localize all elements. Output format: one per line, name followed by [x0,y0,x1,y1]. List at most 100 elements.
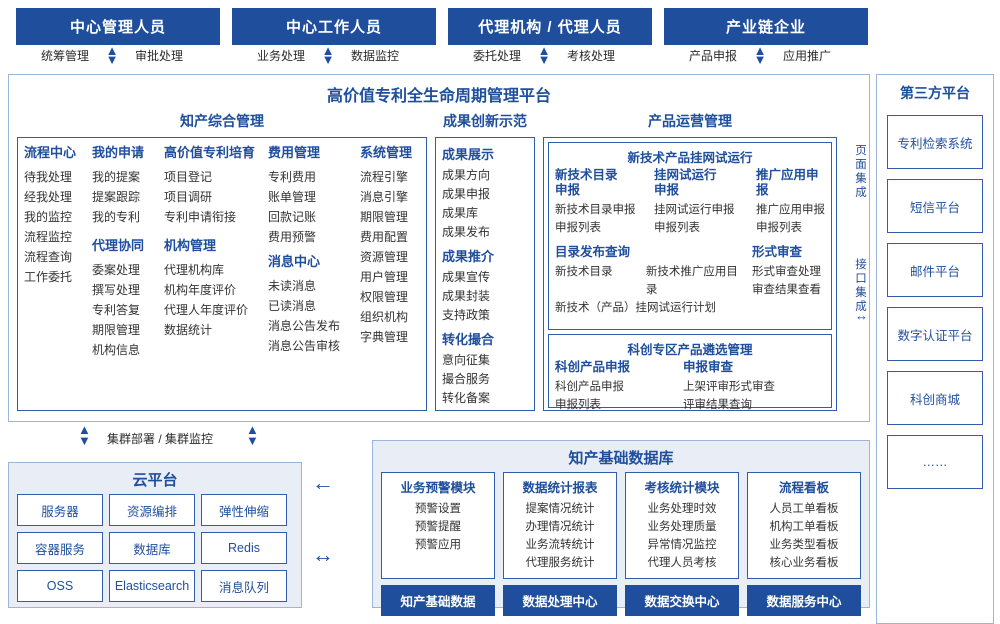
menu-item[interactable]: 项目登记 [164,170,213,184]
menu-item[interactable]: 形式审查处理 [752,266,821,278]
menu-item[interactable]: 期限管理 [92,323,141,337]
menu-item[interactable]: 代理人年度评价 [164,303,249,317]
menu-item[interactable]: 回款记账 [268,210,317,224]
menu-item[interactable]: 账单管理 [268,190,317,204]
menu-item[interactable]: 消息公告发布 [268,319,341,333]
cloud-cell-database[interactable]: 数据库 [109,532,195,564]
menu-item[interactable]: 评审结果查询 [683,399,752,411]
menu-item[interactable]: 上架评审形式审查 [683,381,775,393]
menu-item[interactable]: 流程查询 [24,250,73,264]
menu-item[interactable]: 经我处理 [24,190,73,204]
menu-item[interactable]: 流程引擎 [360,170,409,184]
menu-item[interactable]: 审查结果查看 [752,284,821,296]
cloud-cell-orchestration[interactable]: 资源编排 [109,494,195,526]
menu-item[interactable]: 代理机构库 [164,263,225,277]
menu-item[interactable]: 代理人员考核 [647,557,717,569]
menu-item[interactable]: 申报列表 [555,399,601,411]
menu-item[interactable]: 流程监控 [24,230,73,244]
menu-item[interactable]: 工作委托 [24,270,73,284]
third-party-item-more[interactable]: …… [887,435,983,489]
menu-item[interactable]: 提案情况统计 [525,503,595,515]
menu-item[interactable]: 我的提案 [92,170,141,184]
menu-item[interactable]: 意向征集 [442,353,491,367]
role-center-staff[interactable]: 中心工作人员 [232,8,436,45]
menu-item[interactable]: 数据统计 [164,323,213,337]
menu-item[interactable]: 申报列表 [555,222,601,234]
cloud-cell-elasticsearch[interactable]: Elasticsearch [109,570,195,602]
menu-item[interactable]: 消息公告审核 [268,339,341,353]
menu-item[interactable]: 推广应用申报 [756,204,825,216]
menu-item[interactable]: 预警应用 [415,539,461,551]
cloud-cell-server[interactable]: 服务器 [17,494,103,526]
menu-item[interactable]: 已读消息 [268,299,317,313]
cloud-cell-mq[interactable]: 消息队列 [201,570,287,602]
menu-item[interactable]: 代理服务统计 [525,557,595,569]
third-party-item-sms[interactable]: 短信平台 [887,179,983,233]
menu-item[interactable]: 挂网试运行申报 [654,204,735,216]
third-party-item-mall[interactable]: 科创商城 [887,371,983,425]
menu-item[interactable]: 用户管理 [360,270,409,284]
menu-item[interactable]: 转化备案 [442,391,491,405]
menu-item[interactable]: 业务流转统计 [525,539,595,551]
menu-item[interactable]: 申报列表 [756,222,802,234]
menu-item[interactable]: 成果封装 [442,289,491,303]
menu-item[interactable]: 支持政策 [442,308,491,322]
menu-item[interactable]: 字典管理 [360,330,409,344]
menu-item[interactable]: 费用配置 [360,230,409,244]
menu-item[interactable]: 费用预警 [268,230,317,244]
menu-item[interactable]: 机构信息 [92,343,141,357]
third-party-item-email[interactable]: 邮件平台 [887,243,983,297]
menu-item[interactable]: 期限管理 [360,210,409,224]
menu-item[interactable]: 成果申报 [442,187,491,201]
menu-item[interactable]: 成果方向 [442,168,491,182]
third-party-item-ca[interactable]: 数字认证平台 [887,307,983,361]
menu-item[interactable]: 办理情况统计 [525,521,595,533]
menu-item[interactable]: 组织机构 [360,310,409,324]
menu-item[interactable]: 提案跟踪 [92,190,141,204]
db-footer-service-center[interactable]: 数据服务中心 [747,585,861,616]
menu-item[interactable]: 人员工单看板 [769,503,839,515]
menu-item[interactable]: 异常情况监控 [647,539,717,551]
menu-item[interactable]: 权限管理 [360,290,409,304]
menu-item[interactable]: 未读消息 [268,279,317,293]
menu-item[interactable]: 新技术目录 [555,266,613,278]
menu-item[interactable]: 专利申请衔接 [164,210,237,224]
menu-item[interactable]: 委案处理 [92,263,141,277]
cloud-cell-container[interactable]: 容器服务 [17,532,103,564]
menu-item[interactable]: 科创产品申报 [555,381,624,393]
menu-item[interactable]: 撰写处理 [92,283,141,297]
cloud-cell-oss[interactable]: OSS [17,570,103,602]
menu-item[interactable]: 专利答复 [92,303,141,317]
menu-item[interactable]: 消息引擎 [360,190,409,204]
menu-item[interactable]: 专利费用 [268,170,317,184]
menu-item[interactable]: 撮合服务 [442,372,491,386]
menu-item[interactable]: 预警提醒 [415,521,461,533]
menu-item[interactable]: 我的专利 [92,210,141,224]
menu-item[interactable]: 待我处理 [24,170,73,184]
menu-item[interactable]: 机构工单看板 [769,521,839,533]
db-footer-exchange-center[interactable]: 数据交换中心 [625,585,739,616]
menu-item[interactable]: 机构年度评价 [164,283,237,297]
menu-item[interactable]: 新技术目录申报 [555,204,636,216]
menu-item[interactable]: 申报列表 [654,222,700,234]
menu-item[interactable]: 成果发布 [442,225,491,239]
menu-item[interactable]: 成果库 [442,206,479,220]
role-center-manager[interactable]: 中心管理人员 [16,8,220,45]
menu-item[interactable]: 资源管理 [360,250,409,264]
role-agency[interactable]: 代理机构 / 代理人员 [448,8,652,45]
cloud-cell-redis[interactable]: Redis [201,532,287,564]
menu-item[interactable]: 业务处理时效 [647,503,717,515]
role-enterprise[interactable]: 产业链企业 [664,8,868,45]
cloud-cell-autoscaling[interactable]: 弹性伸缩 [201,494,287,526]
menu-item[interactable]: 新技术（产品）挂网试运行计划 [555,302,716,314]
menu-item[interactable]: 业务类型看板 [769,539,839,551]
third-party-item-patent-search[interactable]: 专利检索系统 [887,115,983,169]
db-footer-processing-center[interactable]: 数据处理中心 [503,585,617,616]
menu-item[interactable]: 成果宣传 [442,270,491,284]
menu-item[interactable]: 我的监控 [24,210,73,224]
menu-item[interactable]: 业务处理质量 [647,521,717,533]
db-footer-base-data[interactable]: 知产基础数据 [381,585,495,616]
menu-item[interactable]: 核心业务看板 [769,557,839,569]
menu-item[interactable]: 预警设置 [415,503,461,515]
menu-item[interactable]: 项目调研 [164,190,213,204]
